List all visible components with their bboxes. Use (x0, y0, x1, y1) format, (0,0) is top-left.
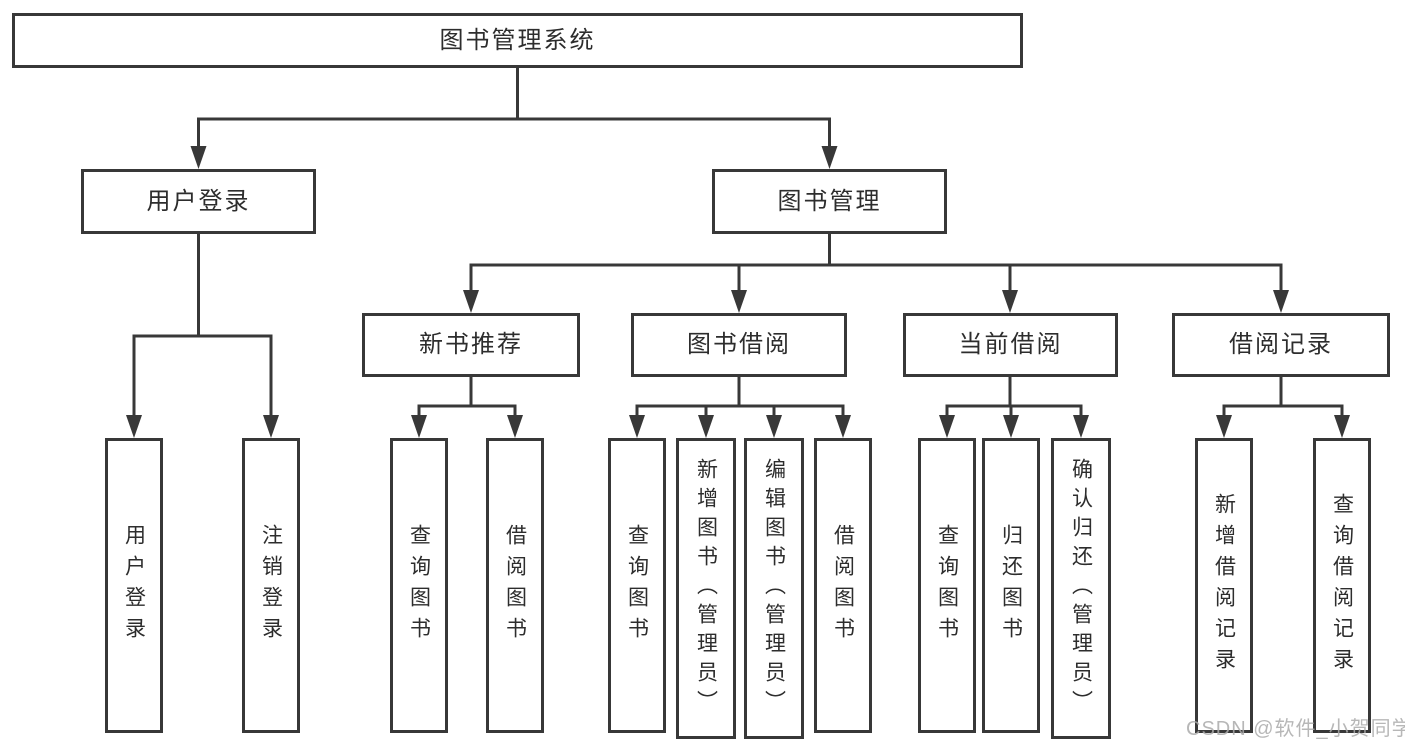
leaf-confirm-return-admin-label: 确认归还（管理员） (1069, 458, 1093, 719)
node-current-borrowing: 当前借阅 (903, 313, 1118, 377)
leaf-query-books-borrowing-label: 查询图书 (625, 523, 649, 648)
watermark-text: CSDN @软件_小贺同学 (1186, 718, 1405, 740)
node-book-management-label: 图书管理 (777, 187, 882, 215)
node-library-system: 图书管理系统 (12, 13, 1023, 68)
node-user-login-label: 用户登录 (146, 187, 251, 215)
leaf-query-books-borrowing: 查询图书 (608, 438, 666, 733)
node-book-borrowing: 图书借阅 (631, 313, 847, 377)
leaf-edit-books-admin-label: 编辑图书（管理员） (762, 458, 786, 719)
leaf-borrow-books: 借阅图书 (814, 438, 872, 733)
leaf-logout-label: 注销登录 (259, 523, 283, 648)
leaf-add-books-admin-label: 新增图书（管理员） (694, 458, 718, 719)
node-book-borrowing-label: 图书借阅 (687, 331, 791, 358)
leaf-add-borrow-record: 新增借阅记录 (1195, 438, 1253, 733)
leaf-return-books: 归还图书 (982, 438, 1040, 733)
leaf-logout: 注销登录 (242, 438, 300, 733)
leaf-query-borrow-record-label: 查询借阅记录 (1330, 492, 1354, 679)
node-book-management: 图书管理 (712, 169, 947, 234)
node-borrowing-records: 借阅记录 (1172, 313, 1390, 377)
leaf-borrow-books-label: 借阅图书 (831, 523, 855, 648)
node-library-system-label: 图书管理系统 (439, 26, 596, 54)
leaf-add-books-admin: 新增图书（管理员） (676, 438, 736, 739)
leaf-query-books-recommend-label: 查询图书 (407, 523, 431, 648)
node-borrowing-records-label: 借阅记录 (1229, 331, 1333, 358)
leaf-confirm-return-admin: 确认归还（管理员） (1051, 438, 1111, 739)
node-new-book-recommend-label: 新书推荐 (419, 331, 523, 358)
leaf-query-books-current: 查询图书 (918, 438, 976, 733)
leaf-edit-books-admin: 编辑图书（管理员） (744, 438, 804, 739)
leaf-query-books-recommend: 查询图书 (390, 438, 448, 733)
leaf-borrow-books-recommend-label: 借阅图书 (503, 523, 527, 648)
leaf-return-books-label: 归还图书 (999, 523, 1023, 648)
leaf-user-login-label: 用户登录 (122, 523, 146, 648)
leaf-borrow-books-recommend: 借阅图书 (486, 438, 544, 733)
leaf-user-login: 用户登录 (105, 438, 163, 733)
leaf-add-borrow-record-label: 新增借阅记录 (1212, 492, 1236, 679)
node-user-login: 用户登录 (81, 169, 316, 234)
leaf-query-borrow-record: 查询借阅记录 (1313, 438, 1371, 733)
node-current-borrowing-label: 当前借阅 (958, 331, 1063, 358)
leaf-query-books-current-label: 查询图书 (935, 523, 959, 648)
node-new-book-recommend: 新书推荐 (362, 313, 580, 377)
